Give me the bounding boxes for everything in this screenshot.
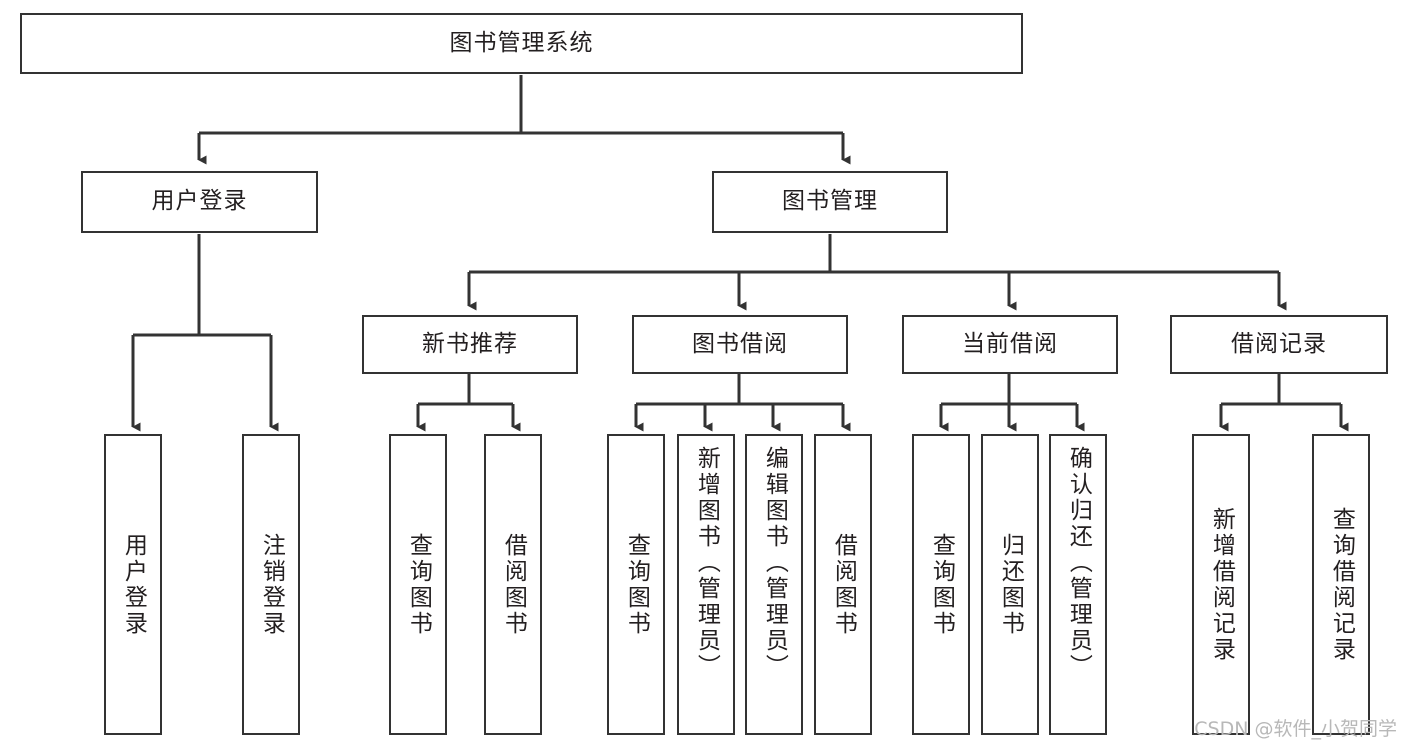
leaf-records-add[interactable]: 新增借阅记录 xyxy=(1192,434,1250,735)
node-root-system[interactable]: 图书管理系统 xyxy=(20,13,1023,74)
leaf-user-login[interactable]: 用户登录 xyxy=(104,434,162,735)
leaf-new-book-borrow[interactable]: 借阅图书 xyxy=(484,434,542,735)
node-label: 新书推荐 xyxy=(422,330,518,357)
node-label: 归还图书 xyxy=(997,532,1024,637)
node-label: 用户登录 xyxy=(120,532,147,637)
leaf-current-confirm-return-admin[interactable]: 确认归还（管理员） xyxy=(1049,434,1107,735)
node-label: 借阅图书 xyxy=(830,532,857,637)
node-label: 查询图书 xyxy=(928,532,955,637)
leaf-records-query[interactable]: 查询借阅记录 xyxy=(1312,434,1370,735)
leaf-borrow-query-book[interactable]: 查询图书 xyxy=(607,434,665,735)
node-label: 查询图书 xyxy=(623,532,650,637)
leaf-new-book-query[interactable]: 查询图书 xyxy=(389,434,447,735)
node-label: 编辑图书（管理员） xyxy=(761,446,788,680)
node-label: 当前借阅 xyxy=(962,330,1058,357)
node-label: 确认归还（管理员） xyxy=(1065,446,1092,680)
node-new-book-recommend[interactable]: 新书推荐 xyxy=(362,315,578,374)
node-label: 新增借阅记录 xyxy=(1208,506,1235,663)
node-label: 借阅记录 xyxy=(1231,330,1327,357)
node-borrow-records[interactable]: 借阅记录 xyxy=(1170,315,1388,374)
node-user-login[interactable]: 用户登录 xyxy=(81,171,318,233)
node-label: 查询图书 xyxy=(405,532,432,637)
node-label: 图书管理 xyxy=(782,188,878,215)
leaf-borrow-borrow-book[interactable]: 借阅图书 xyxy=(814,434,872,735)
csdn-watermark: CSDN @软件_小贺同学 xyxy=(1194,718,1397,740)
leaf-logout[interactable]: 注销登录 xyxy=(242,434,300,735)
leaf-current-return-book[interactable]: 归还图书 xyxy=(981,434,1039,735)
node-label: 图书管理系统 xyxy=(449,29,594,56)
node-label: 查询借阅记录 xyxy=(1328,506,1355,663)
node-label: 用户登录 xyxy=(151,188,248,215)
node-current-borrow[interactable]: 当前借阅 xyxy=(902,315,1118,374)
node-label: 借阅图书 xyxy=(500,532,527,637)
node-label: 图书借阅 xyxy=(692,330,788,357)
leaf-borrow-add-book-admin[interactable]: 新增图书（管理员） xyxy=(677,434,735,735)
node-label: 新增图书（管理员） xyxy=(693,446,720,680)
node-book-borrow[interactable]: 图书借阅 xyxy=(632,315,848,374)
leaf-borrow-edit-book-admin[interactable]: 编辑图书（管理员） xyxy=(745,434,803,735)
node-label: 注销登录 xyxy=(258,532,285,637)
leaf-current-query-book[interactable]: 查询图书 xyxy=(912,434,970,735)
node-book-management[interactable]: 图书管理 xyxy=(712,171,948,233)
